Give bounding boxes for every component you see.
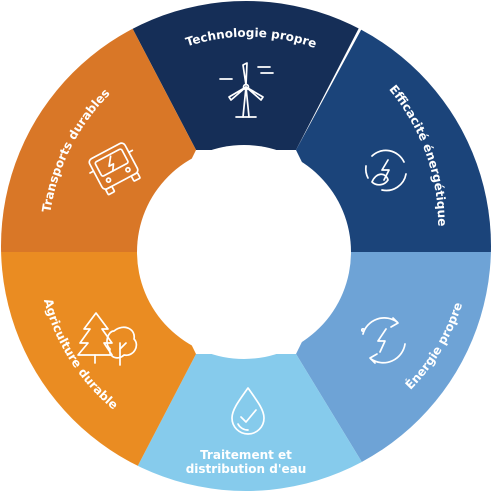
segment-technologie-propre [115, 1, 380, 150]
renewable-lightning-icon [360, 317, 406, 364]
segment-traitement-eau [120, 354, 385, 491]
wind-turbine-icon [219, 62, 274, 118]
trees-icon [77, 312, 138, 366]
label-traitement-eau-line2: distribution d'eau [186, 462, 307, 476]
water-drop-check-icon [231, 387, 265, 435]
electric-bus-icon [88, 142, 141, 196]
center-hole [137, 145, 351, 359]
lightning-leaf-icon [364, 149, 407, 192]
label-traitement-eau-line1: Traitement et [200, 448, 292, 462]
